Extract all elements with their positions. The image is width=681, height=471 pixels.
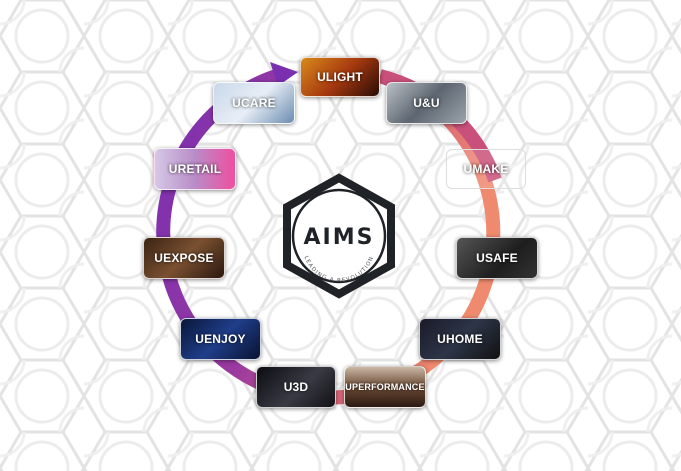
tile-label: UEXPOSE [154,251,214,265]
tile-label: UCARE [232,96,276,110]
tile-uenjoy[interactable]: UENJOY [180,318,261,360]
logo-title: AIMS [304,225,375,250]
tile-label: U&U [413,96,440,110]
tile-uperformance[interactable]: UPERFORMANCE [344,366,426,408]
tile-label: URETAIL [168,162,222,176]
tile-ulight[interactable]: ULIGHT [300,57,380,97]
tile-label: UHOME [437,332,483,346]
tile-ucare[interactable]: UCARE [213,82,295,124]
tile-u-and-u[interactable]: U&U [386,82,467,124]
tile-label: U3D [283,380,309,394]
tile-umake[interactable]: UMAKE [446,149,526,189]
tile-uretail[interactable]: URETAIL [154,148,236,190]
tile-label: UPERFORMANCE [345,382,425,392]
arrow-head-icon [270,62,298,86]
tile-u3d[interactable]: U3D [256,366,336,408]
tile-label: USAFE [476,251,518,265]
tile-usafe[interactable]: USAFE [456,237,538,279]
aims-logo: AIMS LEADING A REVOLUTION [283,173,395,299]
tile-label: UENJOY [195,332,246,346]
tile-label: UMAKE [463,162,509,176]
tile-uhome[interactable]: UHOME [419,318,501,360]
tile-label: ULIGHT [317,70,363,84]
tile-uexpose[interactable]: UEXPOSE [143,237,225,279]
